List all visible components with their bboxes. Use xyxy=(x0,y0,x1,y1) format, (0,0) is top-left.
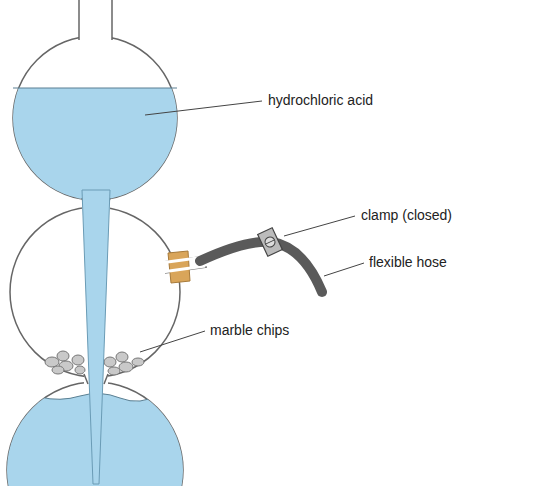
part-label: clamp (closed) xyxy=(361,207,452,223)
cork xyxy=(168,251,190,283)
part-label: marble chips xyxy=(210,322,289,338)
thistle-tube xyxy=(82,190,110,484)
flexible-hose xyxy=(200,242,322,292)
clamp xyxy=(258,228,283,257)
part-label: hydrochloric acid xyxy=(268,92,373,108)
leader-lines xyxy=(140,101,364,352)
part-label: flexible hose xyxy=(369,254,447,270)
